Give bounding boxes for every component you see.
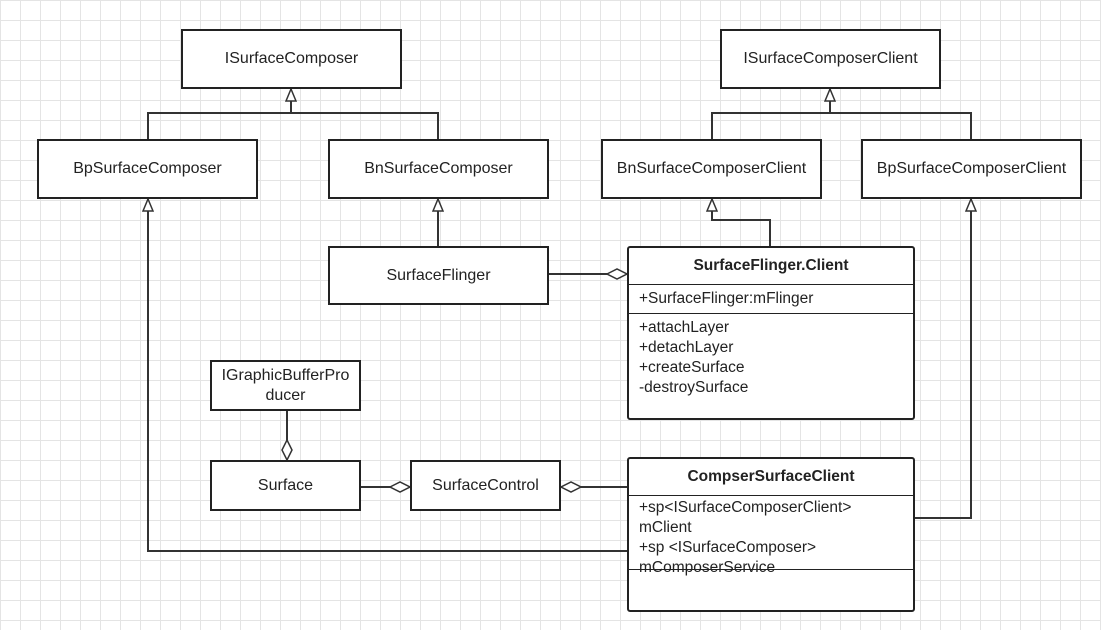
class-surfaceflinger[interactable]: SurfaceFlinger: [328, 246, 549, 305]
class-compsersurfaceclient-attributes: +sp<ISurfaceComposerClient> mClient +sp …: [629, 496, 913, 576]
attribute-mcomposerservice-type: +sp <ISurfaceComposer>: [639, 539, 817, 556]
class-surface-label: Surface: [257, 476, 314, 494]
edge-composerclient-to-bpsurfacecomposerclient: [914, 199, 971, 519]
class-bpsurfacecomposer[interactable]: BpSurfaceComposer: [37, 139, 258, 199]
class-surfaceflinger-client-title: SurfaceFlinger.Client: [629, 248, 913, 285]
class-bnsurfacecomposer[interactable]: BnSurfaceComposer: [328, 139, 549, 199]
class-compsersurfaceclient[interactable]: CompserSurfaceClient +sp<ISurfaceCompose…: [627, 457, 915, 612]
class-isurfacecomposer[interactable]: ISurfaceComposer: [181, 29, 402, 89]
attribute-mflinger: +SurfaceFlinger:mFlinger: [639, 290, 814, 307]
edge-bn-to-isurfacecomposerclient: [711, 112, 972, 139]
class-bpsurfacecomposer-label: BpSurfaceComposer: [73, 160, 222, 177]
class-surfaceflinger-label: SurfaceFlinger: [386, 266, 491, 284]
edge-composerclient-to-bpsurfacecomposer: [148, 199, 627, 552]
class-bnsurfacecomposerclient-label: BnSurfaceComposerClient: [616, 160, 807, 177]
class-surfaceflinger-client[interactable]: SurfaceFlinger.Client +SurfaceFlinger:mF…: [627, 246, 915, 420]
class-igraphicbufferproducer[interactable]: IGraphicBufferProducer: [210, 360, 361, 411]
class-isurfacecomposerclient[interactable]: ISurfaceComposerClient: [720, 29, 941, 89]
class-bnsurfacecomposerclient[interactable]: BnSurfaceComposerClient: [601, 139, 822, 199]
class-compsersurfaceclient-title: CompserSurfaceClient: [629, 459, 913, 496]
method-attachlayer: +attachLayer: [639, 319, 730, 336]
edge-bp-to-isurfacecomposer: [147, 112, 439, 139]
class-surfacecontrol-label: SurfaceControl: [432, 476, 539, 494]
attribute-mcomposerservice-name: mComposerService: [639, 559, 776, 576]
class-igraphicbufferproducer-label: IGraphicBufferProducer: [221, 366, 350, 404]
class-isurfacecomposer-label: ISurfaceComposer: [224, 50, 359, 67]
class-surfaceflinger-client-methods: +attachLayer +detachLayer +createSurface…: [629, 314, 913, 402]
class-surfacecontrol[interactable]: SurfaceControl: [410, 460, 561, 511]
class-isurfacecomposerclient-label: ISurfaceComposerClient: [743, 50, 918, 67]
class-surfaceflinger-client-attributes: +SurfaceFlinger:mFlinger: [629, 285, 913, 314]
class-bnsurfacecomposer-label: BnSurfaceComposer: [364, 160, 513, 177]
attribute-mclient-name: mClient: [639, 519, 692, 536]
method-createsurface: +createSurface: [639, 359, 745, 376]
method-destroysurface: -destroySurface: [639, 379, 749, 396]
class-bpsurfacecomposerclient-label: BpSurfaceComposerClient: [876, 160, 1067, 177]
class-bpsurfacecomposerclient[interactable]: BpSurfaceComposerClient: [861, 139, 1082, 199]
attribute-mclient-type: +sp<ISurfaceComposerClient>: [639, 499, 852, 516]
method-detachlayer: +detachLayer: [639, 339, 734, 356]
class-surface[interactable]: Surface: [210, 460, 361, 511]
edge-sfclient-to-bnsurfacecomposerclient: [712, 199, 771, 246]
